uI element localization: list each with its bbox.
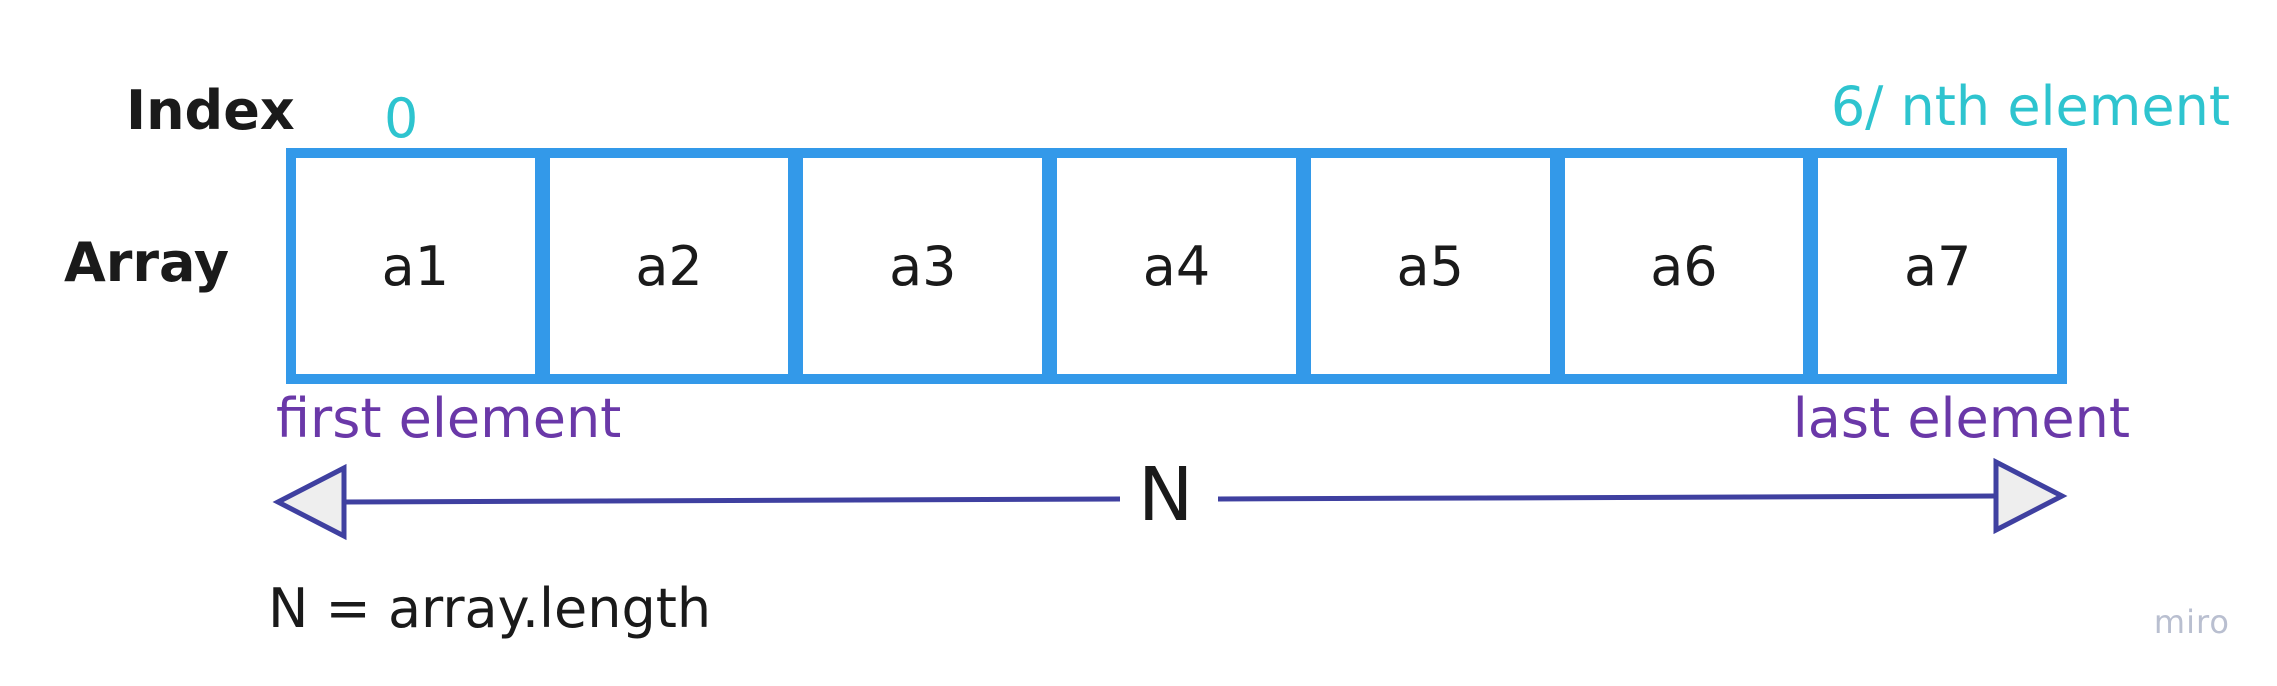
arrow-left-head-icon [272,463,347,541]
last-element-note: last element [1792,387,2130,450]
last-index-label: 6/ nth element [1830,75,2230,138]
first-element-note: first element [276,387,622,450]
length-arrow-right-line [1217,493,1997,502]
first-index-label: 0 [384,87,419,150]
array-cell: a4 [1047,148,1306,384]
index-row-label: Index [126,79,295,142]
length-arrow-left-line [343,496,1121,505]
length-formula: N = array.length [268,577,712,640]
array-row-label: Array [64,231,230,294]
length-symbol: N [1138,452,1194,538]
array-cell: a1 [286,148,545,384]
array-cells: a1 a2 a3 a4 a5 a6 a7 [286,148,2068,384]
arrow-right-head-icon [1993,457,2068,535]
miro-watermark: miro [2153,603,2230,641]
array-cell: a7 [1808,148,2068,384]
